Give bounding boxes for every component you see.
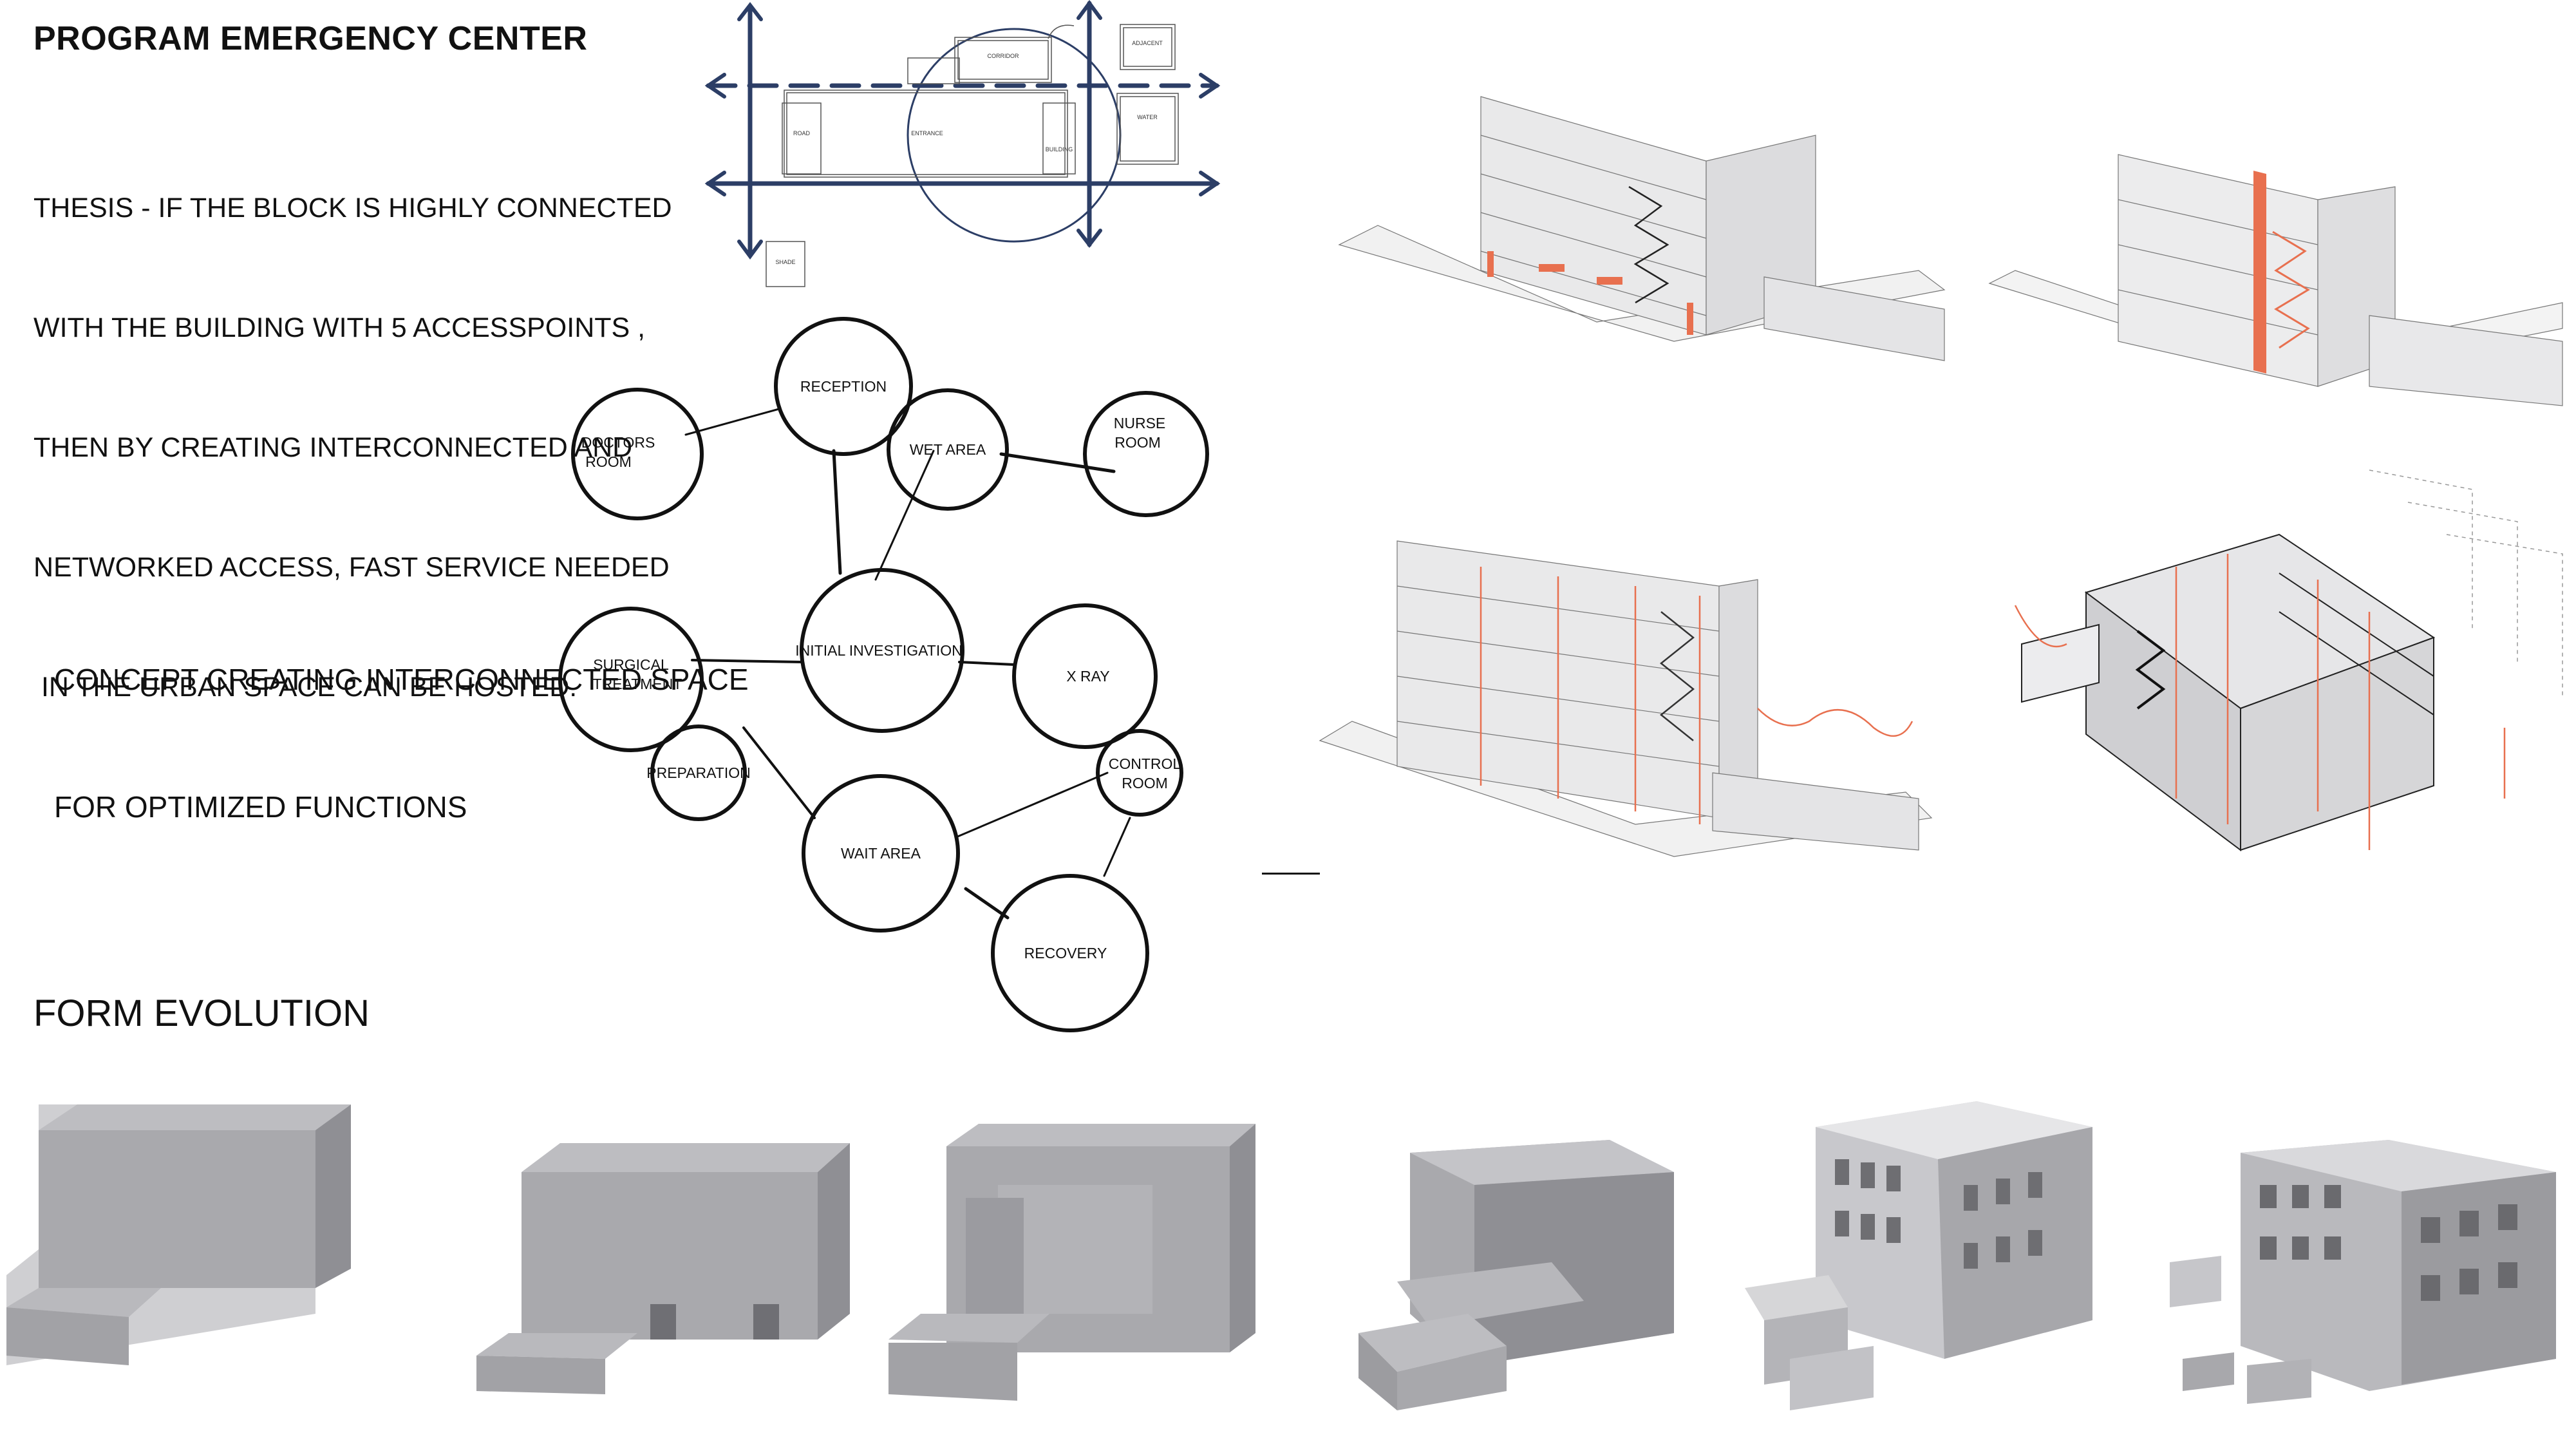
bubble-preparation bbox=[650, 724, 747, 821]
sketch-label: SHADE bbox=[775, 259, 795, 265]
concept-line: FOR OPTIMIZED FUNCTIONS bbox=[54, 790, 467, 824]
arrow-icon bbox=[737, 2, 763, 21]
bubble-label: ROOM bbox=[585, 453, 632, 470]
bubble-label: X RAY bbox=[1066, 668, 1109, 685]
bubble-label: WAIT AREA bbox=[841, 845, 921, 862]
bubble-label: PREPARATION bbox=[646, 764, 750, 781]
thesis-text: THESIS - IF THE BLOCK IS HIGHLY CONNECTE… bbox=[33, 108, 672, 747]
bubble-control-room bbox=[1096, 729, 1183, 817]
bubble-label: CONTROL bbox=[1109, 755, 1181, 772]
bubble-label: NURSE bbox=[1114, 415, 1166, 431]
bubble-diagram: RECEPTION DOCTORS ROOM WET AREA NURSE RO… bbox=[558, 317, 1209, 1032]
sketch-label: WATER bbox=[1137, 114, 1158, 120]
axonometric-view-1 bbox=[1338, 96, 1946, 361]
form-model-4 bbox=[1359, 1140, 1674, 1410]
axonometric-view-3 bbox=[1319, 540, 1933, 857]
bubble-label: DOCTORS bbox=[581, 434, 655, 451]
arrow-icon bbox=[737, 240, 763, 260]
bubble-nurse-room bbox=[1083, 391, 1209, 517]
axonometric-view-4 bbox=[2014, 469, 2563, 851]
sketch-label: ADJACENT bbox=[1132, 40, 1163, 46]
thesis-line: THEN BY CREATING INTERCONNECTED AND bbox=[33, 432, 633, 463]
form-evolution-title: FORM EVOLUTION bbox=[33, 992, 370, 1034]
bubble-label: ROOM bbox=[1122, 775, 1168, 791]
sketch-label: ROAD bbox=[793, 130, 811, 137]
bubble-label: SURGICAL bbox=[593, 656, 669, 673]
arrow-icon bbox=[704, 73, 726, 99]
form-model-2 bbox=[476, 1143, 850, 1394]
site-access-sketch: CORRIDOR ENTRANCE ADJACENT WATER ROAD BU… bbox=[704, 0, 1221, 287]
bubble-surgical-treatment bbox=[558, 607, 704, 752]
bubble-label: RECOVERY bbox=[1024, 945, 1107, 961]
page-title: PROGRAM EMERGENCY CENTER bbox=[33, 20, 588, 57]
arrow-icon bbox=[1076, 229, 1102, 248]
divider bbox=[1262, 873, 1320, 875]
thesis-line: WITH THE BUILDING WITH 5 ACCESSPOINTS , bbox=[33, 312, 646, 343]
bubble-wait-area bbox=[802, 774, 960, 933]
thesis-line: THESIS - IF THE BLOCK IS HIGHLY CONNECTE… bbox=[33, 193, 672, 223]
bubble-label: RECEPTION bbox=[800, 378, 887, 395]
bubble-recovery bbox=[991, 874, 1149, 1032]
bubble-label: ROOM bbox=[1114, 434, 1161, 451]
concept-text: CONCEPT CREATING INTERCONNECTED SPACE FO… bbox=[54, 573, 749, 871]
form-model-5 bbox=[1745, 1101, 2092, 1410]
bubble-x-ray bbox=[1012, 603, 1158, 749]
sketch-label: BUILDING bbox=[1046, 146, 1073, 153]
sketch-label: ENTRANCE bbox=[911, 130, 943, 137]
bubble-label: TREATMENT bbox=[593, 676, 682, 692]
form-model-1 bbox=[6, 1104, 351, 1365]
sketch-label: CORRIDOR bbox=[988, 53, 1019, 59]
bubble-initial-investigation bbox=[800, 568, 964, 733]
arrow-icon bbox=[1199, 73, 1221, 99]
thesis-line: NETWORKED ACCESS, FAST SERVICE NEEDED bbox=[33, 552, 670, 583]
form-model-6 bbox=[2170, 1140, 2556, 1404]
concept-line: CONCEPT CREATING INTERCONNECTED SPACE bbox=[54, 663, 749, 696]
bubble-doctors-room bbox=[571, 388, 704, 520]
thesis-line: IN THE URBAN SPACE CAN BE HOSTED. bbox=[33, 672, 578, 703]
arrow-icon bbox=[1199, 171, 1221, 196]
bubble-label: WET AREA bbox=[910, 441, 986, 458]
axonometric-view-2 bbox=[1988, 154, 2563, 406]
bubble-wet-area bbox=[887, 388, 1009, 511]
arrow-icon bbox=[1076, 0, 1102, 20]
form-model-3 bbox=[888, 1124, 1255, 1401]
bubble-label: INITIAL INVESTIGATION bbox=[795, 642, 962, 659]
arrow-icon bbox=[704, 171, 726, 196]
bubble-reception bbox=[774, 317, 913, 456]
